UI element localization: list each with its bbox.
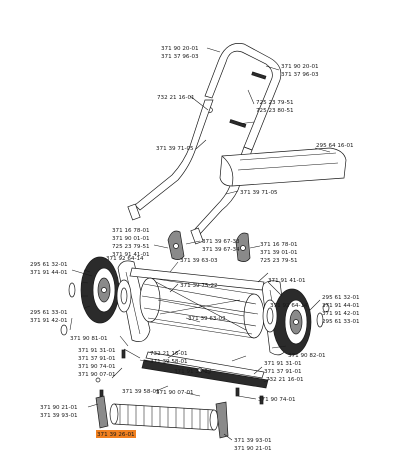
part-label: 732 21 16-01 [150, 351, 188, 357]
part-label: 371 90 01-01 [112, 236, 150, 242]
part-label: 371 90 81-01 [70, 336, 108, 342]
part-label: 295 61 32-01 [30, 262, 68, 268]
part-number-labels: 371 90 20-01 371 37 96-03 371 90 20-01 3… [30, 46, 360, 452]
bed-knife [141, 351, 269, 389]
part-label: 371 90 07-01 [156, 390, 194, 396]
part-label: 732 21 16-01 [266, 377, 304, 383]
grass-guard [219, 147, 347, 187]
upper-handle [204, 43, 282, 151]
part-label: 371 37 96-03 [161, 54, 199, 60]
part-label: 371 39 63-03 [180, 258, 218, 264]
part-label: 371 91 44-01 [322, 303, 360, 309]
part-label: 371 91 42-01 [322, 311, 360, 317]
hub-right [262, 299, 278, 333]
part-label: 295 61 33-01 [322, 319, 360, 325]
part-label: 371 91 31-01 [264, 361, 302, 367]
roller-bracket-left [95, 395, 109, 429]
part-label: 371 39 58-01 [122, 389, 160, 395]
part-label: 371 39 58-01 [150, 359, 188, 365]
part-label: 371 92 64-14 [270, 303, 308, 309]
small-bolts [95, 349, 264, 405]
part-label: 295 61 33-01 [30, 310, 68, 316]
part-label: 371 91 31-01 [78, 348, 116, 354]
part-label: 371 91 33-22 [174, 369, 212, 375]
part-label: 725 23 79-51 [256, 100, 294, 106]
part-label: 371 92 64-14 [106, 256, 144, 262]
part-label: 371 90 07-01 [78, 372, 116, 378]
part-label: 371 39 75-22 [180, 283, 218, 289]
part-label: 371 37 96-03 [281, 72, 319, 78]
part-label: 371 16 78-01 [260, 242, 298, 248]
part-label: 371 39 67-33 [202, 239, 240, 245]
part-label: 371 90 20-01 [281, 64, 319, 70]
highlighted-part-label[interactable]: 371 39 26-01 [97, 432, 135, 438]
part-label: 371 39 63-03 [188, 316, 226, 322]
part-label: 371 37 91-01 [78, 356, 116, 362]
part-label: 371 39 71-05 [156, 146, 194, 152]
wheel-right [272, 288, 312, 356]
part-label: 725 23 80-51 [256, 108, 294, 114]
frame-top-bar [129, 267, 265, 291]
side-bracket-left [167, 230, 185, 260]
reel-cylinder [139, 277, 265, 339]
part-label: 371 39 67-34 [202, 247, 240, 253]
part-label: 371 90 74-01 [258, 397, 296, 403]
side-bracket-right [235, 232, 251, 262]
hub-left [116, 279, 132, 313]
part-label: 371 91 41-01 [112, 252, 150, 258]
highlight-box [96, 430, 136, 438]
part-label: 371 39 93-01 [40, 413, 78, 419]
part-label: 371 91 41-01 [268, 278, 306, 284]
part-label: 732 21 16-01 [157, 95, 195, 101]
part-label: 371 16 78-01 [112, 228, 150, 234]
clip-left [60, 282, 76, 336]
part-label: 371 90 20-01 [161, 46, 199, 52]
part-label: 371 91 42-01 [30, 318, 68, 324]
part-label: 725 23 79-51 [260, 258, 298, 264]
part-label: 295 61 32-01 [322, 295, 360, 301]
part-label: 295 64 16-01 [316, 143, 354, 149]
part-label: 371 90 74-01 [78, 364, 116, 370]
part-label: 371 39 93-01 [234, 438, 272, 444]
part-label: 371 91 44-01 [30, 270, 68, 276]
part-label: 371 90 21-01 [40, 405, 78, 411]
part-label: 371 37 91-01 [264, 369, 302, 375]
part-label: 371 90 21-01 [234, 446, 272, 452]
rear-roller [109, 403, 219, 431]
roller-bracket-right [215, 401, 229, 439]
clip-right [316, 303, 330, 328]
wheel-left [80, 256, 120, 324]
leader-lines [69, 47, 331, 441]
part-label: 725 23 79-51 [112, 244, 150, 250]
part-label: 371 39 01-01 [260, 250, 298, 256]
part-label: 371 90 82-01 [288, 353, 326, 359]
part-label: 371 39 71-05 [240, 190, 278, 196]
